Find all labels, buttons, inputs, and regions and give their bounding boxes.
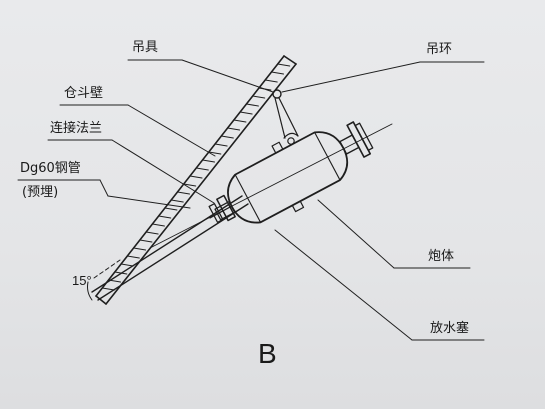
leader-lines [17, 59, 485, 341]
view-label: B [258, 338, 277, 369]
hatch-line [277, 63, 291, 67]
hatch-line [220, 135, 234, 139]
hanger-assembly [272, 89, 299, 145]
hatch-line [183, 183, 197, 187]
connection-flange [208, 194, 236, 224]
hatch-line [101, 287, 115, 291]
hatch-line [195, 167, 209, 171]
label-flange: 连接法兰 [50, 121, 103, 136]
hatch-line [158, 215, 172, 219]
hatch-line [214, 143, 228, 147]
hatch-line [139, 239, 153, 243]
angle-arc [87, 281, 93, 301]
hatch-line [133, 247, 147, 251]
hatch-line [151, 223, 165, 227]
label-hanger: 吊具 [132, 40, 159, 55]
hopper-wall [95, 55, 297, 305]
hatch-line [233, 119, 247, 123]
hatch-line [120, 263, 134, 267]
hatch-line [227, 127, 241, 131]
hatch-line [164, 207, 178, 211]
label-lifting-ring: 吊环 [426, 42, 453, 57]
hatch-line [264, 79, 278, 83]
hatch-line [189, 175, 203, 179]
hatch-line [245, 103, 259, 107]
hatch-line [126, 255, 140, 259]
label-pipe-note: (预埋) [22, 185, 59, 200]
hatch-line [145, 231, 159, 235]
steel-pipe [91, 195, 249, 301]
label-hopper-wall: 仓斗壁 [64, 86, 104, 101]
hatch-line [177, 191, 190, 195]
hatch-line [252, 95, 266, 99]
hatch-line [208, 151, 222, 155]
hatch-line [271, 71, 284, 75]
hatch-line [239, 111, 253, 115]
label-pipe: Dg60钢管 [20, 161, 81, 176]
label-angle: 15° [72, 273, 92, 288]
axis-line [149, 123, 393, 249]
label-drain-plug: 放水塞 [430, 321, 470, 336]
hatch-line [202, 159, 215, 163]
label-cannon-body: 炮体 [428, 249, 455, 264]
hatch-line [170, 199, 184, 203]
cannon-body [214, 121, 374, 224]
